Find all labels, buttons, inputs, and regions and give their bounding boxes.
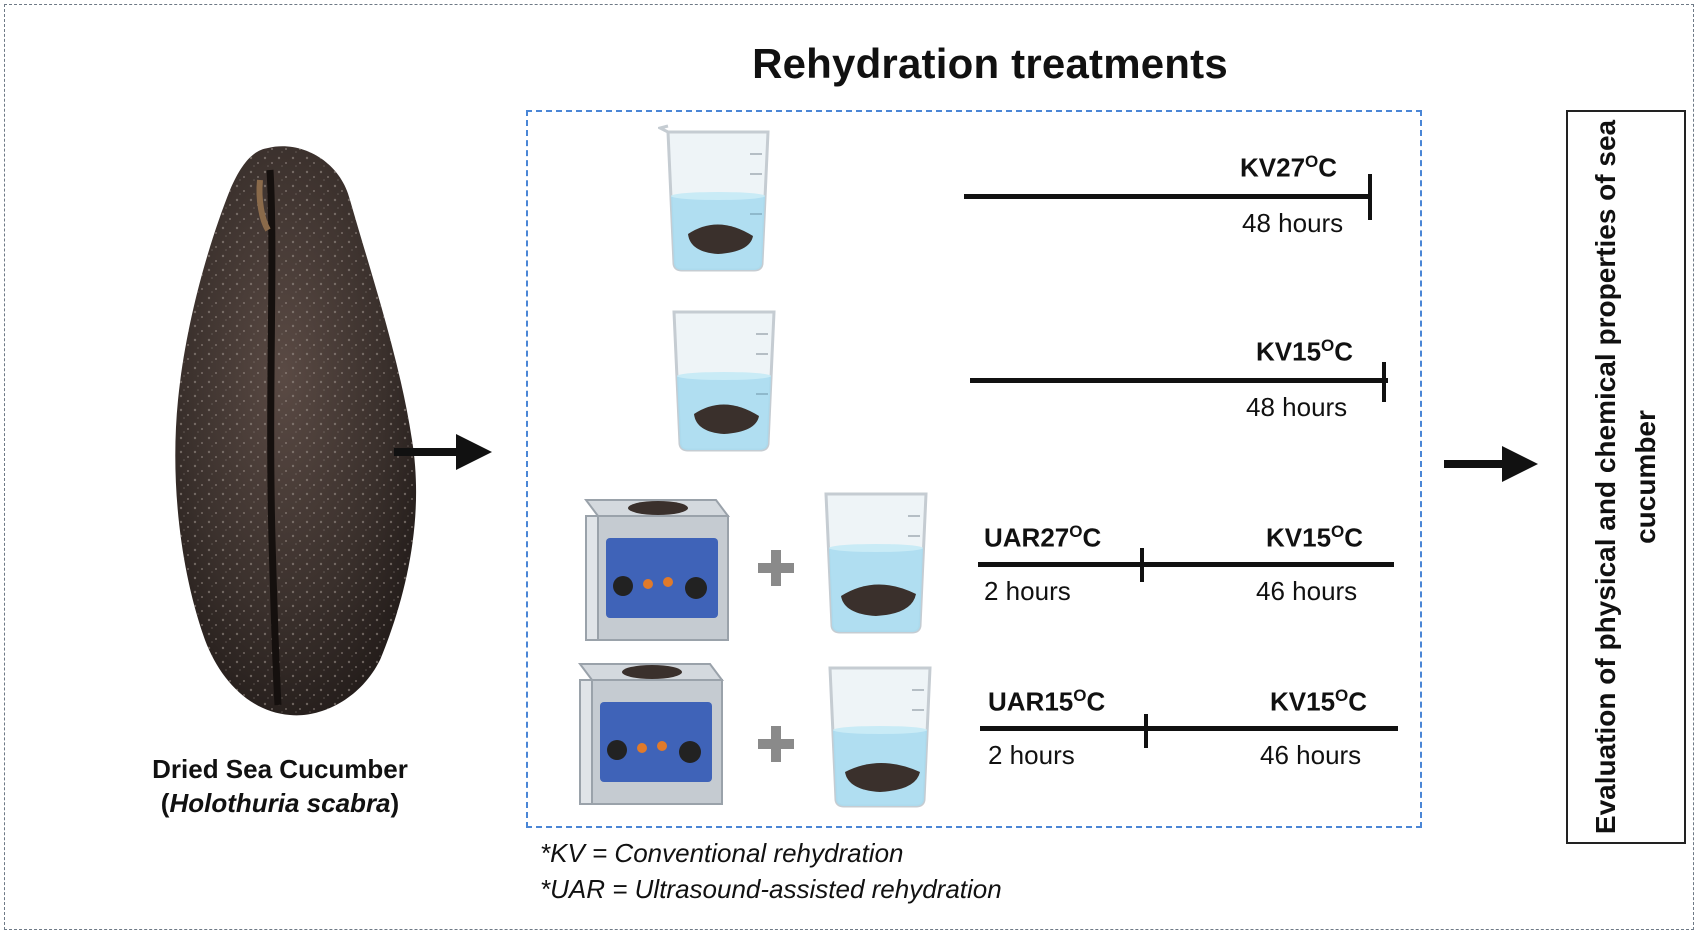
abbreviation-uar: *UAR = Ultrasound-assisted rehydration [540,874,1002,904]
degree-sup: O [1305,152,1319,171]
outer-frame [4,4,1694,930]
ultrasonic-bath-icon [578,663,724,805]
arrow-to-treatments [394,434,492,470]
beaker-icon [672,310,776,452]
treatment-label: KV15OC [1270,686,1367,718]
degree-sup: O [1335,686,1349,705]
evaluation-box: Evaluation of physical and chemical prop… [1566,110,1686,844]
treatment-label: KV15OC [1266,522,1363,554]
temperature-unit: C [1344,522,1364,553]
treatment-label: KV15OC [1256,336,1353,368]
temperature-unit: C [1334,336,1354,367]
treatment-duration: 48 hours [1246,392,1348,422]
timeline-end-tick [1382,362,1386,402]
pretreatment-name: UAR15 [988,686,1074,717]
treatment-duration: 48 hours [1242,208,1344,238]
treatment-duration: 46 hours [1260,740,1362,770]
pretreatment-duration: 2 hours [988,740,1075,770]
timeline-split-tick [1144,714,1148,748]
abbreviation-kv: *KV = Conventional rehydration [540,838,904,868]
temperature-unit: C [1086,686,1106,717]
pretreatment-label: UAR27OC [984,522,1101,554]
treatment-label: KV27OC [1240,152,1337,184]
ultrasonic-bath-icon [584,499,730,641]
beaker-icon [824,492,928,634]
degree-sup: O [1321,336,1335,355]
plus-icon [758,726,794,762]
arrow-to-evaluation [1444,446,1538,482]
pretreatment-name: UAR27 [984,522,1070,553]
temperature-unit: C [1082,522,1102,553]
degree-sup: O [1073,686,1087,705]
treatment-name: KV15 [1256,336,1322,367]
timeline-split-tick [1140,548,1144,582]
evaluation-text: Evaluation of physical and chemical prop… [1590,119,1661,835]
timeline-bar [980,726,1398,731]
treatment-name: KV27 [1240,152,1306,183]
pretreatment-label: UAR15OC [988,686,1105,718]
diagram-title: Rehydration treatments [752,40,1228,87]
temperature-unit: C [1318,152,1338,183]
treatment-name: KV15 [1266,522,1332,553]
timeline-bar [970,378,1388,383]
plus-icon [758,550,794,586]
beaker-icon [828,666,932,808]
dried-sea-cucumber-image [175,146,417,716]
treatment-name: KV15 [1270,686,1336,717]
sample-name: Dried Sea Cucumber [152,754,408,784]
treatment-duration: 46 hours [1256,576,1358,606]
treatments-box [526,110,1422,828]
degree-sup: O [1331,522,1345,541]
degree-sup: O [1069,522,1083,541]
pretreatment-duration: 2 hours [984,576,1071,606]
timeline-end-tick [1368,174,1372,220]
temperature-unit: C [1348,686,1368,717]
beaker-icon [658,124,770,272]
sample-species: Holothuria scabra [169,788,391,818]
sample-species-line: (Holothuria scabra) [160,788,400,818]
timeline-bar [978,562,1394,567]
sample-caption: Dried Sea Cucumber (Holothuria scabra) [90,752,470,820]
timeline-bar [964,194,1372,199]
